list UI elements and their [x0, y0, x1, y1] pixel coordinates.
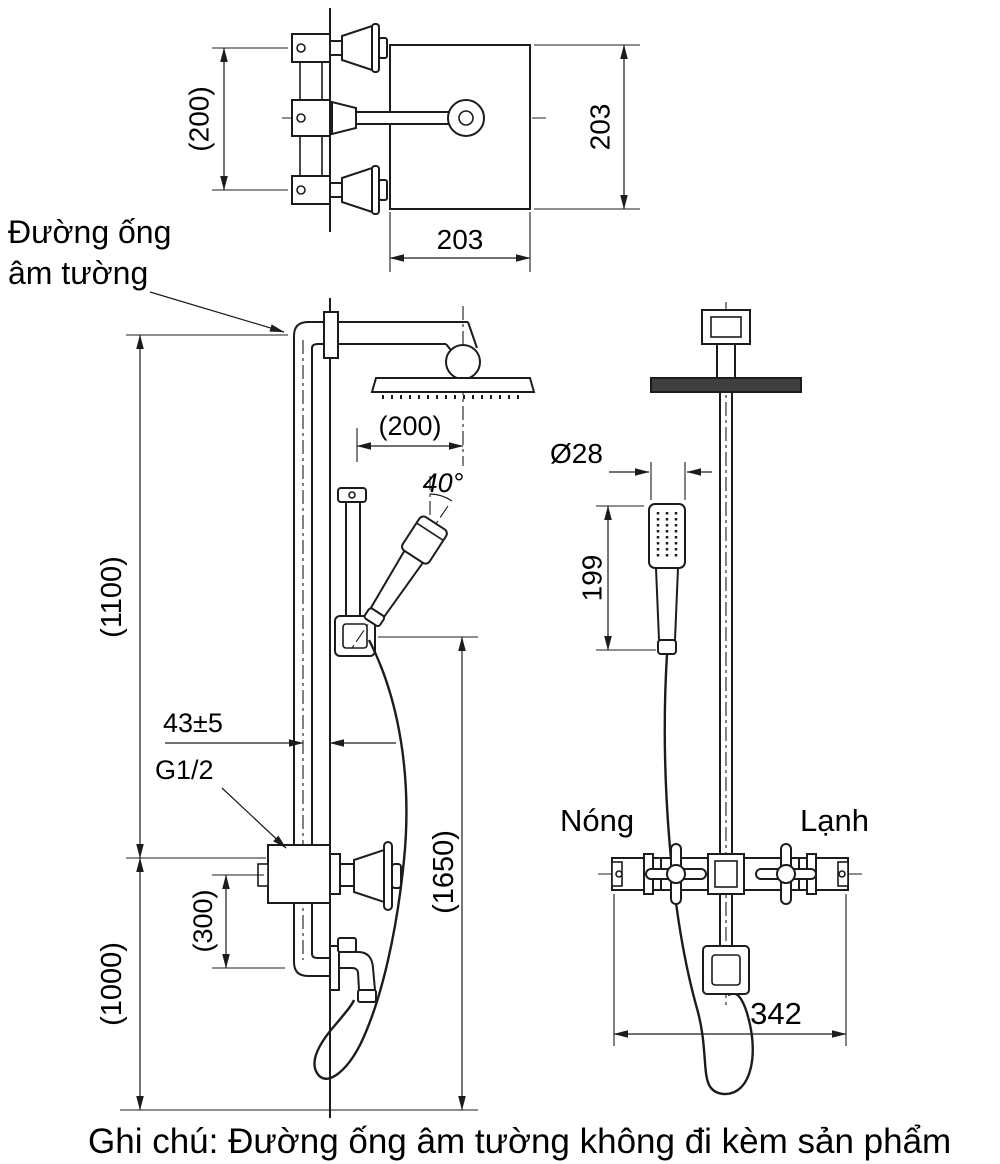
- dim-column-upper-label: (1100): [96, 556, 128, 638]
- spout: [293, 937, 377, 1003]
- footer-note: Ghi chú: Đường ống âm tường không đi kèm…: [88, 1122, 951, 1161]
- dim-valve-width: 342: [613, 894, 847, 1046]
- cold-valve: [755, 843, 817, 905]
- hot-valve: [643, 843, 707, 905]
- dim-handshower-length-label: 199: [577, 555, 608, 602]
- dim-valve-height: (1000): [96, 857, 144, 1111]
- dim-valve-to-spout: (300): [188, 874, 285, 969]
- dim-wall-offset: 43±5: [163, 708, 396, 747]
- cross-handle-bottom: [329, 165, 388, 215]
- dim-valve-width-label: 342: [750, 996, 802, 1031]
- thread-label: G1/2: [155, 755, 214, 785]
- cold-label: Lạnh: [800, 803, 869, 838]
- dim-top-plate-height: (200): [184, 47, 288, 191]
- dim-valve-height-label: (1000): [96, 942, 128, 1026]
- dim-plate-height-label: 203: [585, 104, 616, 151]
- callout-line2: âm tường: [8, 255, 148, 291]
- hose-side: [313, 639, 408, 1080]
- dim-plate-width: 203: [389, 212, 531, 272]
- shower-head-side: [370, 377, 536, 393]
- slide-bar: [334, 487, 376, 657]
- dim-holder-height-label: (1650): [428, 830, 460, 914]
- dim-diameter: Ø28: [550, 438, 712, 500]
- dim-arm-reach: (200): [356, 411, 464, 462]
- valve-bar-front: [598, 843, 862, 905]
- dim-plate-height: 203: [534, 44, 640, 210]
- stop-valve: [257, 841, 402, 911]
- concealed-valve-bodies: [291, 33, 331, 205]
- thread-callout: G1/2: [155, 755, 287, 849]
- dim-wall-offset-label: 43±5: [163, 708, 223, 738]
- hose-front: [663, 653, 754, 1096]
- angle-label: 40°: [423, 468, 464, 498]
- top-mount: [701, 309, 751, 379]
- top-view: (200) 203 203: [184, 8, 640, 272]
- hot-label: Nóng: [560, 803, 634, 838]
- side-view: (1100) (1000) (300) 43±5 G1/2 (2: [96, 298, 536, 1118]
- dim-top-plate-height-label: (200): [184, 86, 215, 151]
- front-view: Ø28 199: [550, 302, 869, 1096]
- hand-shower-front: [648, 503, 686, 655]
- dim-handshower-length: 199: [577, 505, 656, 651]
- ball-joint: [445, 344, 481, 380]
- spout-plan: [331, 99, 485, 137]
- callout-line1: Đường ống: [8, 214, 171, 250]
- shower-arm: [293, 311, 536, 399]
- dim-valve-to-spout-label: (300): [188, 889, 218, 952]
- riser-pipe: [293, 352, 313, 950]
- callout-leader: [149, 291, 285, 333]
- holder-front: [702, 945, 750, 995]
- hand-shower-side: [363, 515, 448, 628]
- dim-diameter-label: Ø28: [550, 438, 603, 469]
- shower-head-front: [650, 377, 802, 393]
- dim-plate-width-label: 203: [437, 224, 484, 255]
- dim-arm-reach-label: (200): [378, 411, 441, 441]
- dim-column-upper: (1100): [96, 334, 288, 859]
- concealed-pipe-callout: Đường ống âm tường: [8, 214, 285, 333]
- cross-handle-top: [329, 23, 388, 73]
- dim-holder-height: (1650): [378, 636, 478, 1111]
